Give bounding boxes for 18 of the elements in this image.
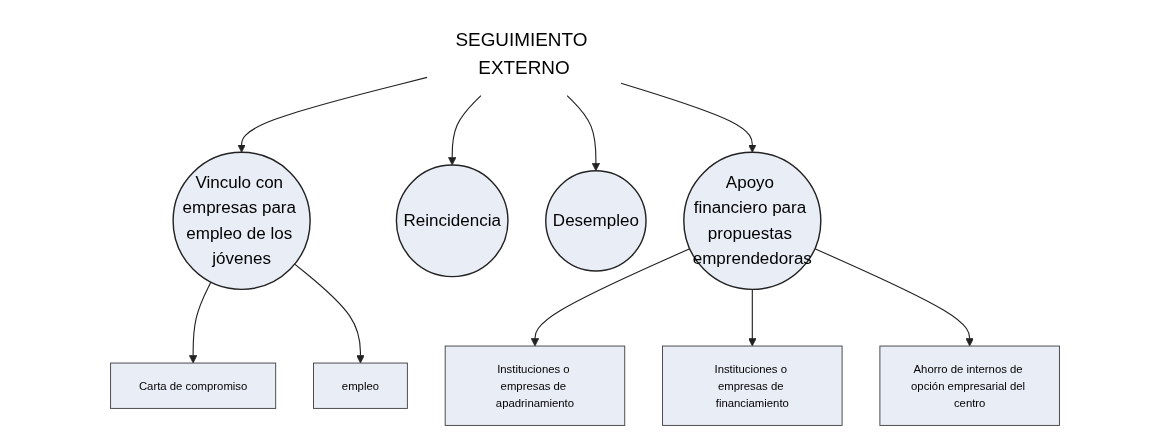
arrow: [814, 248, 974, 347]
node-circle: Desempleo: [545, 170, 647, 272]
node-box: Instituciones o empresas de financiamiento: [662, 345, 843, 426]
node-box: Carta de compromiso: [110, 362, 277, 409]
node-circle: Vinculo con empresas para empleo de los jóvenes: [172, 151, 311, 291]
arrow: [566, 95, 601, 172]
arrow: [448, 95, 482, 166]
node-box: Instituciones o empresas de apadrinamiento: [444, 345, 626, 426]
arrow: [620, 82, 757, 153]
arrow: [530, 248, 691, 347]
node-circle: Reincidencia: [395, 164, 509, 278]
node-box: Ahorro de internos de opción empresarial del centro: [879, 345, 1060, 426]
arrow: [748, 288, 757, 347]
node-text: SEGUIMIENTO EXTERNO: [455, 28, 588, 78]
arrow: [294, 263, 365, 364]
arrow: [237, 76, 428, 153]
node-box: empleo: [313, 362, 408, 409]
arrow: [188, 281, 212, 364]
